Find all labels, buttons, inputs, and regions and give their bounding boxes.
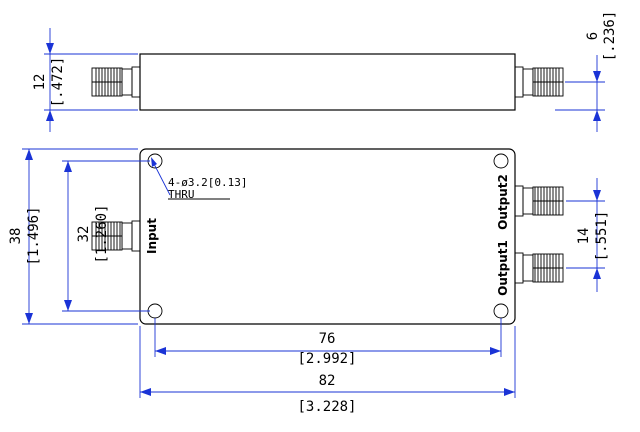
hole-note-line1: 4-ø3.2[0.13]: [168, 176, 247, 189]
dim-connector-offset-inch: [.236]: [602, 11, 618, 62]
top-view: Input Output2 Output1 4-ø3.2[0.13] THRU …: [8, 148, 610, 415]
dim-overall-height-inch: [1.496]: [26, 206, 42, 265]
mount-hole-top-right: [493, 153, 509, 169]
dim-output-spacing-mm: 14: [576, 228, 592, 245]
side-view: 12 [.472] 6 [.236]: [32, 11, 618, 132]
output1-label: Output1: [496, 240, 510, 296]
side-body: [139, 53, 516, 111]
dim-side-height-inch: [.472]: [50, 57, 66, 108]
output2-label: Output2: [496, 174, 510, 230]
hole-note-line2: THRU: [168, 188, 195, 201]
dim-hole-pitch-vertical-mm: 32: [76, 226, 92, 243]
dim-connector-offset-mm: 6: [585, 32, 601, 40]
dim-output-spacing-inch: [.551]: [594, 211, 610, 262]
dim-hole-pitch-horizontal-mm: 76: [319, 331, 336, 347]
dim-side-height-mm: 12: [32, 74, 48, 91]
dim-overall-width-inch: [3.228]: [297, 399, 356, 415]
output2-connector: [514, 185, 564, 217]
dim-hole-pitch-horizontal-inch: [2.992]: [297, 351, 356, 367]
side-right-connector: [514, 66, 564, 98]
side-left-connector: [91, 66, 141, 98]
dim-overall-height-mm: 38: [8, 228, 24, 245]
dim-hole-pitch-vertical-inch: [1.260]: [94, 204, 110, 263]
dim-overall-width-mm: 82: [319, 373, 336, 389]
input-label: Input: [145, 218, 159, 254]
output1-connector: [514, 252, 564, 284]
